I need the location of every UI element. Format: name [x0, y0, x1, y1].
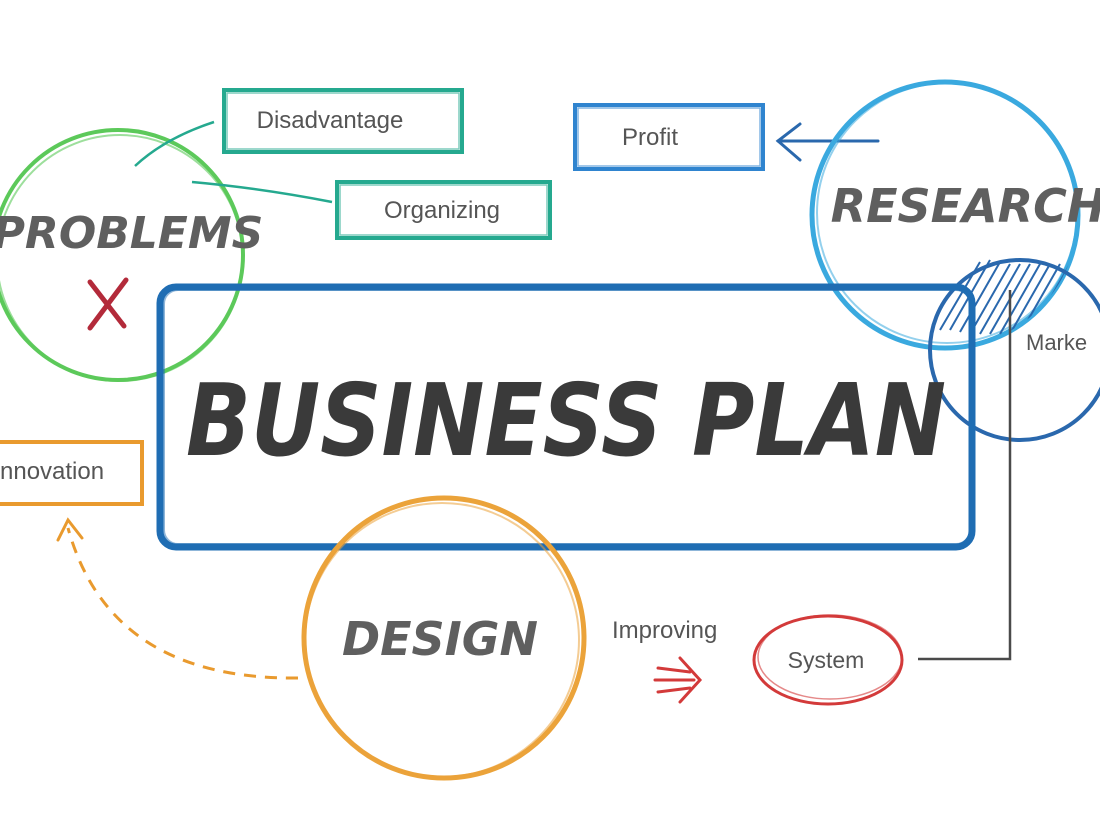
problems-circle-sketch — [0, 134, 244, 382]
organizing-label: Organizing — [384, 197, 500, 224]
design-circle — [301, 495, 587, 781]
research-circle — [809, 79, 1081, 351]
profit-label: Profit — [622, 124, 678, 151]
design-label: DESIGN — [342, 612, 538, 666]
organizing-box — [335, 180, 552, 240]
connector-system-market — [918, 290, 1012, 661]
disadvantage-box — [222, 88, 464, 154]
connector-organizing — [191, 180, 333, 204]
profit-box — [573, 103, 765, 171]
system-label: System — [788, 647, 865, 673]
connector-disadvantage — [134, 120, 215, 167]
market-circle — [928, 258, 1100, 442]
disadvantage-box-sketch — [226, 92, 460, 150]
arrow-left-icon — [775, 122, 880, 162]
x-mark-icon — [87, 277, 129, 331]
disadvantage-label: Disadvantage — [257, 107, 404, 134]
arrow-up-icon — [56, 517, 84, 542]
system-ellipse-sketch — [757, 614, 903, 700]
main-title: BUSINESS PLAN — [186, 362, 946, 479]
dashed-connector-innovation — [66, 527, 299, 680]
improving-label: Improving — [612, 617, 717, 644]
innovation-box — [0, 440, 144, 506]
design-circle-sketch — [304, 502, 580, 778]
problems-label: PROBLEMS — [0, 208, 263, 259]
research-circle-sketch — [816, 82, 1078, 344]
organizing-box-sketch — [339, 184, 548, 236]
market-label: Marke — [1026, 330, 1087, 355]
research-label: RESEARCH — [831, 179, 1100, 233]
arrow-right-icon — [653, 656, 703, 704]
profit-box-sketch — [577, 107, 761, 167]
main-title-box — [156, 283, 976, 551]
innovation-label: nnovation — [0, 458, 104, 485]
main-title-box-sketch — [163, 289, 971, 545]
